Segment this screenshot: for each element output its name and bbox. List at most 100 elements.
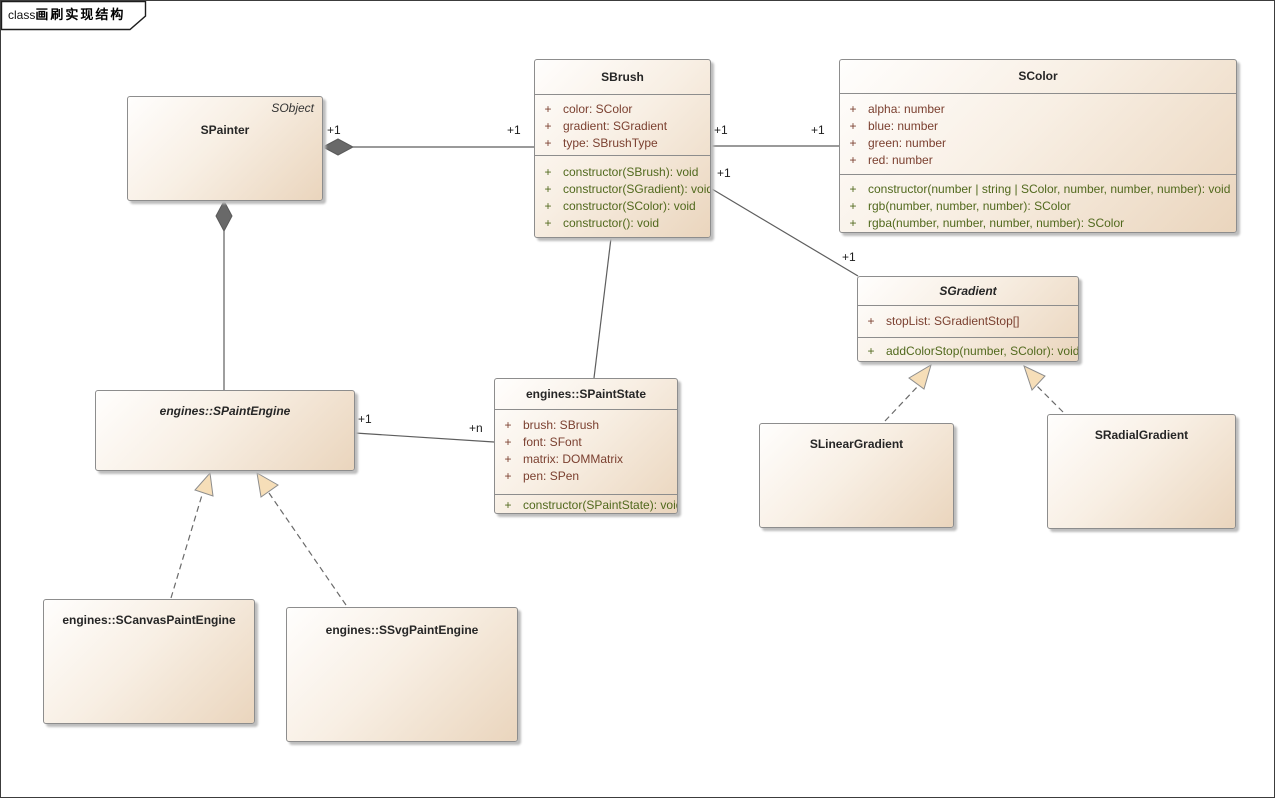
attribute-text: type: SBrushType [563,136,658,150]
operation-row[interactable]: +constructor(): void [535,215,710,232]
scolor-operations: + constructor(number | string | SColor, n… [840,174,1236,234]
operation-text: constructor(number | string | SColor, nu… [868,182,1231,196]
visibility: + [849,199,857,213]
multiplicity-brush-color-target[interactable]: +1 [811,123,825,137]
multiplicity-engine-state-source[interactable]: +1 [358,412,372,426]
class-scolor[interactable]: SColor +alpha: number +blue: number +gre… [839,59,1237,233]
class-name-scolor: SColor [1018,69,1058,83]
attribute-text: red: number [868,153,933,167]
attribute-text: matrix: DOMMatrix [523,452,623,466]
class-sgradient[interactable]: SGradient +stopList: SGradientStop[] +ad… [857,276,1079,362]
aggregation-diamond-painter-brush [321,138,355,156]
multiplicity-brush-gradient-target[interactable]: +1 [842,250,856,264]
attribute-text: pen: SPen [523,469,580,483]
class-spaintstate[interactable]: engines::SPaintState +brush: SBrush +fon… [494,378,678,514]
connector-radialgradient-gradient[interactable] [1036,385,1064,413]
multiplicity-engine-state-target[interactable]: +n [469,421,483,435]
visibility: + [544,119,552,133]
attribute-text: blue: number [868,119,939,133]
attribute-row[interactable]: + gradient: SGradient [535,118,710,135]
attribute-row[interactable]: + type: SBrushType [535,135,710,152]
visibility: + [544,216,552,230]
attribute-row[interactable]: +blue: number [840,118,1236,135]
class-spainter[interactable]: SObject SPainter [127,96,323,201]
connector-svgengine-engine[interactable] [268,492,347,606]
connector-brush-gradient[interactable] [711,188,859,277]
visibility: + [849,102,857,116]
visibility: + [544,199,552,213]
multiplicity-brush-gradient-source[interactable]: +1 [717,166,731,180]
visibility: + [504,435,512,449]
attribute-row[interactable]: +pen: SPen [495,468,677,485]
operation-row[interactable]: +constructor(SPaintState): void [495,497,677,514]
spaintstate-attributes: +brush: SBrush + font: SFont + matrix: DOM… [495,409,677,494]
attribute-text: green: number [868,136,947,150]
frame-title-text: 画刷实现结构 [35,7,126,22]
attribute-text: alpha: number [868,102,945,116]
frame-keyword: class [8,8,36,22]
operation-row[interactable]: +rgba(number, number, number, number): S… [840,215,1236,232]
visibility: + [867,314,875,328]
operation-row[interactable]: +constructor(number | string | SColor, n… [840,181,1236,198]
operation-row[interactable]: + addColorStop(number, SColor): void [858,343,1078,360]
attribute-row[interactable]: +color: SColor [535,101,710,118]
multiplicity-brush-color-source[interactable]: +1 [714,123,728,137]
operation-text: rgb(number, number, number): SColor [868,199,1071,213]
multiplicity-painter-brush-target[interactable]: +1 [507,123,521,137]
frame-title: class画刷实现结构 [1,1,146,30]
attribute-text: font: SFont [523,435,582,449]
connector-lineargradient-gradient[interactable] [884,385,919,422]
sgradient-attributes: + stopList: SGradientStop[] [858,305,1078,337]
attribute-row[interactable]: + font: SFont [495,434,677,451]
attribute-row[interactable]: + green: number [840,135,1236,152]
visibility: + [504,418,512,432]
class-ssvgpaintengine[interactable]: engines::SSvgPaintEngine [286,607,518,742]
class-scanvaspaintengine[interactable]: engines::SCanvasPaintEngine [43,599,255,724]
operation-text: constructor(SPaintState): void [523,498,677,512]
attribute-row[interactable]: +brush: SBrush [495,417,677,434]
operation-text: addColorStop(number, SColor): void [886,344,1078,358]
visibility: + [544,165,552,179]
visibility: + [504,452,512,466]
scolor-attributes: +alpha: number +blue: number +green: num… [840,93,1236,174]
class-name-spainter: SPainter [200,123,250,137]
visibility: + [544,136,552,150]
operation-text: constructor(SColor): void [563,199,696,213]
operation-row[interactable]: +constructor(SGradient): void [535,181,710,198]
operation-text: constructor(SBrush): void [563,165,699,179]
attribute-row[interactable]: + alpha: number [840,101,1236,118]
class-name-sbrush: SBrush [601,70,644,84]
multiplicity-painter-brush-source[interactable]: +1 [327,123,341,137]
connector-brush-paintstate[interactable] [593,237,612,379]
attribute-row[interactable]: + red: number [840,152,1236,169]
attribute-text: stopList: SGradientStop[] [886,314,1020,328]
generalization-arrow-radialgradient [1023,365,1046,391]
visibility: + [867,344,875,358]
attribute-row[interactable]: + matrix: DOMMatrix [495,451,677,468]
class-name-sradialgradient: SRadialGradient [1094,428,1189,442]
visibility: + [544,102,552,116]
operation-row[interactable]: + constructor(SColor): void [535,198,710,215]
visibility: + [849,136,857,150]
class-sbrush[interactable]: SBrush +color: SColor + gradient: SGradie… [534,59,711,238]
class-spaintengine[interactable]: engines::SPaintEngine [95,390,355,471]
class-name-spaintstate: engines::SPaintState [525,387,647,401]
generalization-arrow-svgengine [256,472,279,498]
sgradient-operations: + addColorStop(number, SColor): void [858,337,1078,363]
class-slineargradient[interactable]: SLinearGradient [759,423,954,528]
class-name-ssvgpaintengine: engines::SSvgPaintEngine [325,623,479,637]
attribute-row[interactable]: + stopList: SGradientStop[] [858,313,1078,330]
sbrush-operations: +constructor(SBrush): void +constructor(… [535,155,710,238]
frame-tab [1,1,147,31]
attribute-text: gradient: SGradient [563,119,668,133]
connector-canvasengine-engine[interactable] [170,494,203,599]
connector-engine-state[interactable] [354,432,495,443]
class-name-scanvaspaintengine: engines::SCanvasPaintEngine [62,613,236,627]
generalization-arrow-canvasengine [194,471,214,497]
class-sradialgradient[interactable]: SRadialGradient [1047,414,1236,529]
operation-row[interactable]: + constructor(SBrush): void [535,164,710,181]
visibility: + [849,153,857,167]
operation-row[interactable]: + rgb(number, number, number): SColor [840,198,1236,215]
operation-text: constructor(SGradient): void [563,182,710,196]
